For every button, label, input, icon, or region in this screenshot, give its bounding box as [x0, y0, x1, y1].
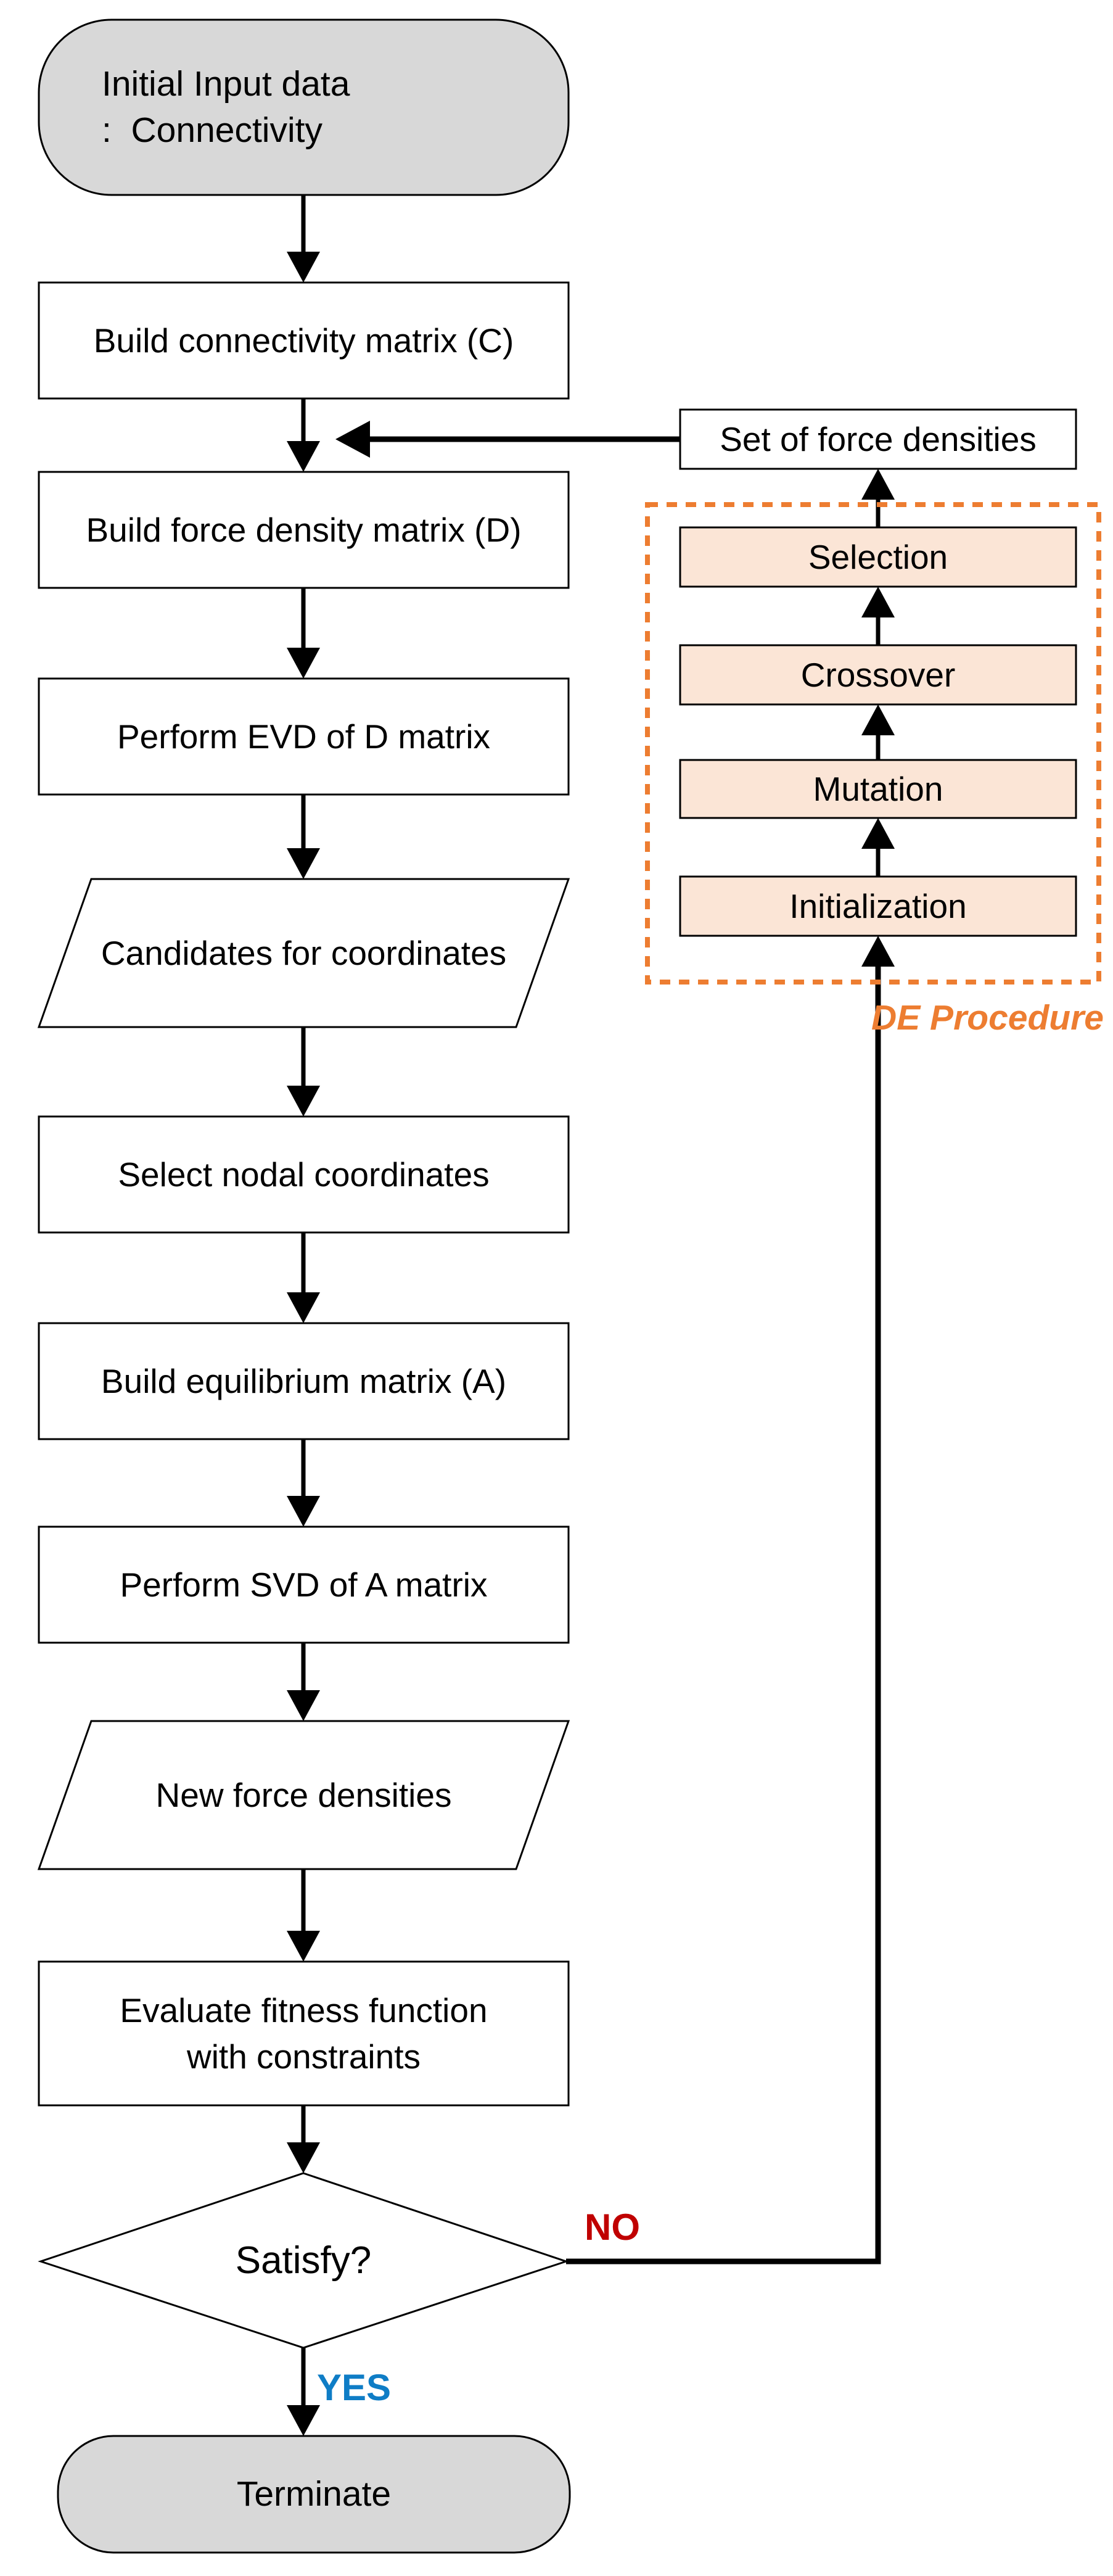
- start-line2: : Connectivity: [102, 110, 322, 150]
- new-force-densities-parallelogram-shape: [37, 1720, 570, 1870]
- selection-stage-shape: [679, 526, 1077, 588]
- arrowhead-crossover-to-selection: [861, 587, 895, 617]
- start-terminal-shape: [38, 19, 570, 196]
- perform-evd-label: Perform EVD of D matrix: [117, 717, 491, 756]
- arrowhead-equilibrium-to-svd: [287, 1496, 320, 1527]
- start-line1: Initial Input data: [102, 64, 350, 104]
- perform-svd-shape: [38, 1525, 570, 1644]
- branch-label-no: NO: [585, 2206, 640, 2248]
- selection-stage-label: Selection: [808, 537, 948, 576]
- build-force-density-shape: [38, 471, 570, 589]
- set-of-force-densities-shape: [679, 408, 1077, 470]
- crossover-stage-shape: [679, 644, 1077, 706]
- arrowhead-start-to-connectivity: [287, 252, 320, 283]
- build-equilibrium-shape: [38, 1322, 570, 1440]
- no-feedback-path: [335, 421, 895, 2264]
- set-of-force-densities-label: Set of force densities: [720, 419, 1037, 458]
- start-terminal-label: Initial Input data : Connectivity: [39, 20, 569, 195]
- new-force-densities-label: New force densities: [155, 1775, 452, 1814]
- evaluate-line2: with constraints: [186, 2037, 421, 2076]
- arrowhead-candidates-to-select: [287, 1086, 320, 1117]
- build-equilibrium-label: Build equilibrium matrix (A): [101, 1361, 507, 1400]
- initialization-stage-shape: [679, 875, 1077, 937]
- select-nodal-shape: [38, 1115, 570, 1234]
- de-procedure-caption: DE Procedure: [871, 998, 1104, 1038]
- build-connectivity-shape: [38, 281, 570, 400]
- build-force-density-label: Build force density matrix (D): [86, 510, 522, 549]
- perform-svd-label: Perform SVD of A matrix: [120, 1565, 488, 1604]
- satisfy-decision-diamond-shape: [38, 2172, 569, 2349]
- arrowhead-no-to-initialization: [861, 936, 895, 967]
- arrowhead-selection-to-setbox: [861, 469, 895, 500]
- arrowhead-mutation-to-crossover: [861, 704, 895, 735]
- arrowhead-evaluate-to-decision: [287, 2142, 320, 2173]
- terminate-terminal-label: Terminate: [236, 2474, 392, 2514]
- evaluate-fitness-shape: [38, 1960, 570, 2107]
- select-nodal-label: Select nodal coordinates: [118, 1155, 490, 1194]
- build-connectivity-label: Build connectivity matrix (C): [93, 321, 514, 360]
- arrowhead-decision-to-terminate: [287, 2405, 320, 2436]
- terminate-terminal-shape: [57, 2435, 571, 2554]
- arrowhead-connectivity-to-forcedensity: [287, 441, 320, 472]
- main-flow-arrows: [287, 195, 320, 2436]
- candidates-parallelogram-shape: [37, 878, 570, 1028]
- branch-label-yes: YES: [317, 2366, 392, 2408]
- arrowhead-initialization-to-mutation: [861, 818, 895, 849]
- candidates-label: Candidates for coordinates: [101, 933, 507, 972]
- satisfy-decision-label: Satisfy?: [235, 2239, 372, 2282]
- arrowhead-evd-to-candidates: [287, 848, 320, 879]
- no-feedback-line: [566, 964, 881, 2264]
- arrowhead-forcedensity-to-evd: [287, 648, 320, 679]
- mutation-stage-shape: [679, 759, 1077, 819]
- mutation-stage-label: Mutation: [813, 769, 943, 808]
- crossover-stage-label: Crossover: [800, 655, 956, 694]
- evaluate-line1: Evaluate fitness function: [120, 1991, 488, 2029]
- arrowhead-feedback-return: [335, 421, 370, 458]
- evaluate-fitness-label: Evaluate fitness function with constrain…: [39, 1962, 569, 2105]
- de-procedure-dashed-box: [645, 502, 1101, 985]
- arrowhead-svd-to-newforce: [287, 1690, 320, 1721]
- perform-evd-shape: [38, 677, 570, 796]
- arrowhead-newforce-to-evaluate: [287, 1931, 320, 1962]
- arrowhead-select-to-equilibrium: [287, 1292, 320, 1323]
- initialization-stage-label: Initialization: [789, 886, 967, 925]
